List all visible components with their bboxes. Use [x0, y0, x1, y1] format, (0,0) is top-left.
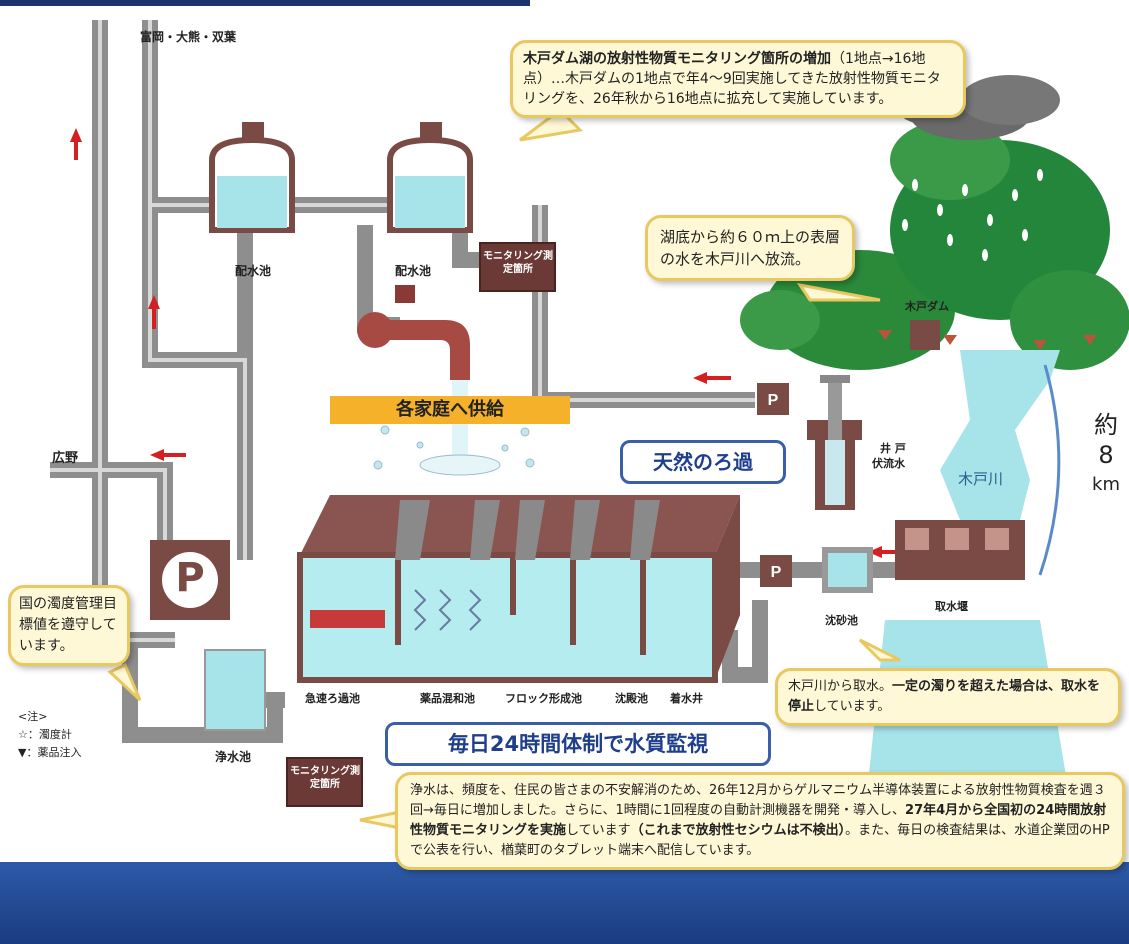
bubble-purified-1: 浄水は、頻度を、住民の皆さまの不安解消のため、26年12月からゲルマニウム半導体… — [410, 783, 1106, 818]
label-reservoir-2: 配水池 — [395, 264, 432, 278]
clear-well — [204, 649, 266, 731]
rain-drops — [902, 169, 1043, 261]
bubble-intake: 木戸川から取水。一定の濁りを超えた場合は、取水を停止しています。 — [775, 668, 1121, 726]
label-reservoir-1: 配水池 — [235, 264, 272, 278]
distance-label-3: km — [1092, 474, 1120, 495]
sand-basin — [822, 547, 873, 593]
distance-label: 約 8 km — [1088, 410, 1124, 500]
bottom-band — [0, 862, 1129, 944]
legend-chemical: ▼：薬品注入 — [18, 746, 82, 759]
pump-small-top — [757, 383, 789, 415]
bubble-purified-2: しています — [566, 823, 631, 838]
reservoir-tank-left — [209, 122, 295, 233]
bubble-tails — [107, 108, 901, 832]
bubble-dam-monitoring: 木戸ダム湖の放射性物質モニタリング箇所の増加（1地点→16地点）…木戸ダムの1地… — [510, 40, 966, 118]
well — [807, 375, 862, 510]
label-top-destinations: 富岡・大熊・双葉 — [140, 30, 237, 44]
label-rapid-filter: 急速ろ過池 — [305, 692, 360, 705]
bubble-purified: 浄水は、頻度を、住民の皆さまの不安解消のため、26年12月からゲルマニウム半導体… — [395, 772, 1125, 870]
bubble-dam-monitoring-bold: 木戸ダム湖の放射性物質モニタリング箇所の増加 — [523, 51, 831, 67]
legend-header: <注> — [18, 710, 48, 723]
label-sedimentation: 沈殿池 — [615, 692, 648, 705]
label-chemical-mixing: 薬品混和池 — [420, 692, 475, 705]
legend-turbidimeter: ☆：濁度計 — [18, 728, 72, 741]
bubble-surface-water: 湖底から約６０ｍ上の表層の水を木戸川へ放流。 — [645, 215, 855, 281]
label-receiving-well: 着水井 — [670, 692, 703, 705]
label-monitoring-2: モニタリング測定箇所 — [290, 766, 360, 790]
label-sand-basin: 沈砂池 — [825, 614, 858, 627]
svg-text:P: P — [768, 392, 779, 409]
monitoring-box-top — [479, 242, 556, 292]
pump-small-mid — [760, 555, 792, 587]
label-kido-dam: 木戸ダム — [905, 300, 949, 313]
distance-label-1: 約 — [1094, 411, 1118, 439]
trees — [878, 330, 1097, 350]
faucet — [357, 285, 470, 470]
monitoring-box-bottom — [286, 757, 363, 807]
label-well: 井 戸 — [880, 442, 906, 455]
label-floc-basin: フロック形成池 — [505, 692, 582, 705]
reservoir-tank-right — [387, 122, 473, 233]
label-well-sub: 伏流水 — [872, 457, 905, 470]
label-monitoring-1: モニタリング測定箇所 — [483, 251, 553, 275]
bubble-dam-monitoring-text: （1地点→16地点）…木戸ダムの1地点で年4～9回実施してきた放射性物質モニタリ… — [523, 51, 941, 107]
bubble-purified-paren: （これまで放射性セシウムは不検出） — [630, 823, 846, 838]
pump-large-label: P — [175, 555, 205, 601]
label-intake: 取水堰 — [935, 600, 968, 613]
bubble-intake-text: 木戸川から取水。 — [788, 679, 893, 694]
bubble-purified-3: 。また、毎日の検査結果は、水道企業団のHPで公表を行い、楢葉町のタブレット端末へ… — [410, 823, 1110, 858]
treatment-plant — [297, 495, 740, 683]
label-natural-filtration: 天然のろ過 — [620, 440, 786, 484]
label-hirono: 広野 — [52, 451, 79, 466]
kido-river — [895, 350, 1060, 560]
svg-text:P: P — [771, 564, 782, 581]
distance-label-2: 8 — [1098, 441, 1114, 469]
flow-arrows — [70, 128, 904, 558]
distance-arc — [1038, 364, 1061, 576]
kido-dam — [910, 320, 940, 350]
legend: <注> ☆：濁度計 ▼：薬品注入 — [18, 708, 81, 762]
label-kido-river: 木戸川 — [958, 470, 1004, 488]
bubble-turbidity: 国の濁度管理目標値を遵守しています。 — [8, 585, 130, 666]
bubble-purified-bold: 27年4月から全国初の24時間放射性物質モニタリングを実施 — [410, 803, 1107, 838]
bubble-intake-tail: しています。 — [814, 699, 891, 714]
top-bar — [0, 0, 530, 6]
water-splash — [373, 425, 535, 476]
intake-weir — [895, 520, 1025, 580]
label-clear-well: 浄水池 — [215, 750, 252, 764]
label-continuous-monitor: 毎日24時間体制で水質監視 — [385, 722, 771, 766]
label-supply-households: 各家庭へ供給 — [330, 396, 570, 424]
bubble-intake-bold: 一定の濁りを超えた場合は、取水を停止 — [788, 679, 1101, 714]
